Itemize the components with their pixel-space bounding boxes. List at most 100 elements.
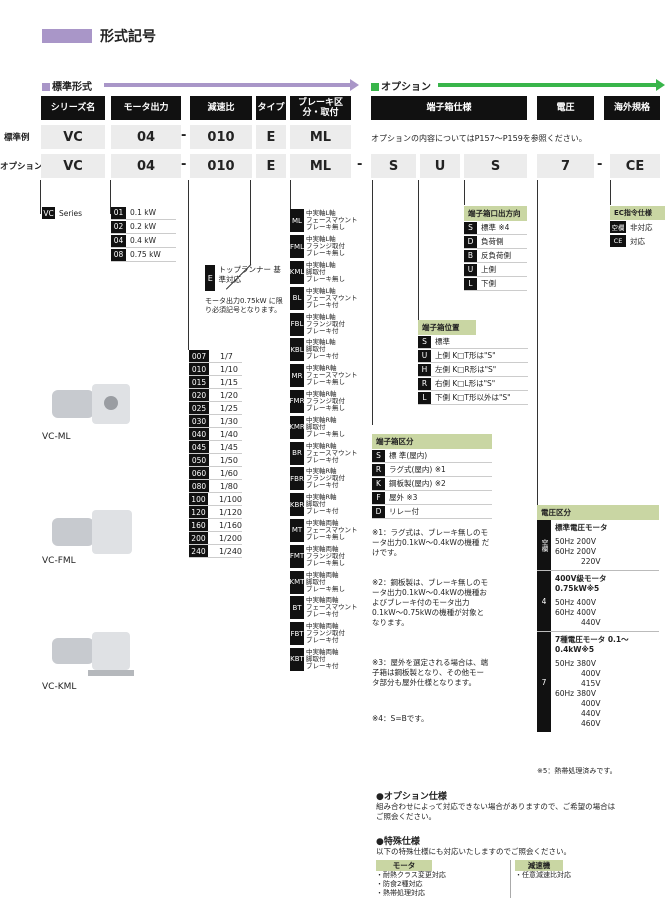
special-motor-item: ・熱帯処理対応 bbox=[376, 889, 425, 897]
gear-motor-image-fml bbox=[52, 510, 134, 556]
brake-label: 中実軸L軸 脚取付 ブレーキ付 bbox=[306, 338, 339, 361]
brake-label: 中実軸両軸 フランジ取付 ブレーキ付 bbox=[306, 622, 345, 645]
opt-ce-cell: CE bbox=[610, 154, 660, 178]
header-type: タイプ bbox=[256, 96, 286, 120]
row-label-standard: 標準例 bbox=[4, 133, 30, 143]
outlet-direction-item-code: D bbox=[464, 235, 477, 248]
std-type-cell: E bbox=[256, 125, 286, 149]
brake-label: 中実軸R軸 脚取付 ブレーキ付 bbox=[306, 493, 339, 516]
brake-code: KBT bbox=[290, 647, 304, 671]
ratio-code: 240 bbox=[189, 545, 208, 557]
std-output-cell: 04 bbox=[111, 125, 181, 149]
box-position-item-label: 標準 bbox=[435, 337, 450, 346]
brake-label: 中実軸両軸 フランジ取付 ブレーキ無し bbox=[306, 544, 345, 567]
box-type-item-code: S bbox=[372, 449, 385, 462]
std-brake-cell: ML bbox=[290, 125, 351, 149]
voltage-box: 電圧区分 空欄 標準電圧モータ 50Hz 200V 60Hz 200V 220V… bbox=[537, 505, 659, 732]
brake-code: BT bbox=[290, 596, 304, 620]
special-spec-title: ●特殊仕様 bbox=[376, 837, 420, 847]
ratio-code: 007 bbox=[189, 350, 209, 362]
special-motor-item: ・耐熱クラス変更対応 bbox=[376, 871, 446, 879]
opt-box-type-cell: S bbox=[371, 154, 416, 178]
brake-code: KBL bbox=[290, 338, 304, 362]
ratio-label: 1/120 bbox=[218, 507, 242, 517]
ratio-label: 1/40 bbox=[220, 429, 238, 439]
option-spec: ●オプション仕様 組み合わせによって対応できない場合がありますので、ご希望の場合… bbox=[376, 789, 636, 822]
option-spec-text: 組み合わせによって対応できない場合がありますので、ご希望の場合はご照会ください。 bbox=[376, 802, 616, 821]
box-position-item-code: U bbox=[418, 349, 431, 362]
ratio-label: 1/200 bbox=[218, 533, 242, 543]
gear-motor-image-kml bbox=[52, 632, 134, 678]
brake-code: FML bbox=[290, 235, 304, 259]
connector-line bbox=[537, 180, 538, 505]
opt-brake-cell: ML bbox=[290, 154, 351, 178]
type-e-note: モータ出力0.75kW に限り必須記号となります。 bbox=[205, 297, 283, 314]
ratio-code: 100 bbox=[189, 493, 208, 505]
ratio-code: 045 bbox=[189, 441, 209, 453]
connector-line bbox=[188, 180, 189, 350]
special-spec: ●特殊仕様 以下の特殊仕様にも対応いたしますのでご照会ください。 モータ ・耐熱… bbox=[376, 834, 656, 898]
connector-line bbox=[372, 180, 373, 425]
outlet-direction-item-label: 上側 bbox=[481, 265, 496, 274]
box-position-item-label: 左側 K□R形は"S" bbox=[435, 365, 497, 374]
special-reducer-col: 減速機 ・任意減速比対応 bbox=[511, 860, 571, 898]
brake-code: KML bbox=[290, 260, 304, 284]
opt-ratio-cell: 010 bbox=[190, 154, 252, 178]
ec-item: 空欄非対応 bbox=[610, 221, 653, 233]
brake-label: 中実軸L軸 脚取付 ブレーキ無し bbox=[306, 260, 345, 283]
ratio-label: 1/30 bbox=[220, 416, 238, 426]
voltage-note: ※5：熱帯処理済みです。 bbox=[537, 767, 617, 775]
header-voltage: 電圧 bbox=[537, 96, 594, 120]
footnote-1: ※1：ラグ式は、ブレーキ無しのモータ出力0.1kW～0.4kWの機種 だけです。 bbox=[372, 528, 490, 557]
standard-arrow bbox=[104, 83, 350, 87]
connector-line bbox=[110, 180, 111, 214]
brake-code: ML bbox=[290, 209, 304, 233]
ratio-code: 015 bbox=[189, 376, 209, 388]
brake-code: KMT bbox=[290, 570, 304, 594]
gear-motor-image-ml bbox=[52, 382, 134, 428]
type-e-code: E bbox=[205, 265, 216, 291]
special-reducer-item: ・任意減速比対応 bbox=[515, 871, 571, 879]
opt-type-cell: E bbox=[256, 154, 286, 178]
standard-section-label: 標準形式 bbox=[42, 78, 92, 93]
dash: - bbox=[181, 128, 187, 143]
page-title: 形式記号 bbox=[100, 29, 156, 45]
brake-code: FBL bbox=[290, 312, 304, 336]
option-section-label: オプション bbox=[371, 78, 431, 93]
ratio-item: 200 1/200 bbox=[189, 532, 242, 545]
outlet-direction-item-label: 負荷側 bbox=[481, 237, 504, 246]
box-position-item-code: R bbox=[418, 377, 431, 390]
brake-code: FMT bbox=[290, 544, 304, 568]
connector-line bbox=[40, 180, 41, 214]
title-marker bbox=[42, 29, 92, 43]
opt-series-cell: VC bbox=[41, 154, 105, 178]
ratio-code: 200 bbox=[189, 532, 208, 544]
ratio-label: 1/25 bbox=[220, 403, 238, 413]
option-arrow-head bbox=[656, 79, 665, 91]
brake-label: 中実軸両軸 フェースマウント ブレーキ無し bbox=[306, 518, 358, 541]
outlet-direction-item-code: L bbox=[464, 277, 477, 290]
